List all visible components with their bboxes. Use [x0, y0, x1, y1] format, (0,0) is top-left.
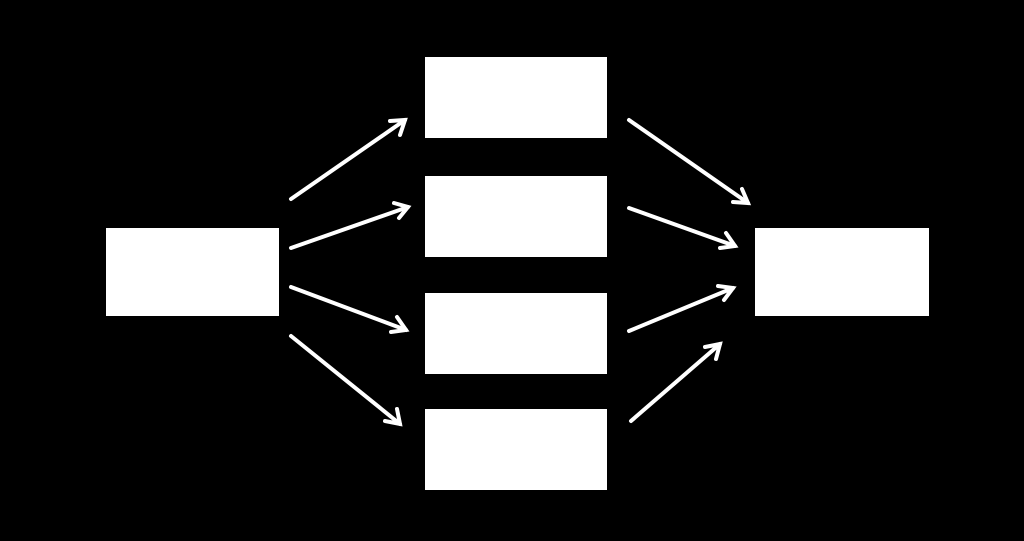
arrow-source-to-middle-3 [289, 285, 410, 334]
middle-node-2 [425, 176, 607, 257]
arrow-source-to-middle-4 [289, 334, 403, 427]
arrow-source-to-middle-1 [289, 117, 408, 201]
arrow-middle-2-to-target [627, 206, 739, 250]
arrow-middle-1-to-target [627, 118, 752, 206]
middle-node-3 [425, 293, 607, 374]
middle-node-1 [425, 57, 607, 138]
middle-node-4 [425, 409, 607, 490]
arrow-source-to-middle-2 [289, 201, 412, 250]
arrow-middle-3-to-target [627, 284, 737, 333]
source-node [106, 228, 279, 316]
target-node [755, 228, 929, 316]
arrow-middle-4-to-target [629, 341, 723, 423]
